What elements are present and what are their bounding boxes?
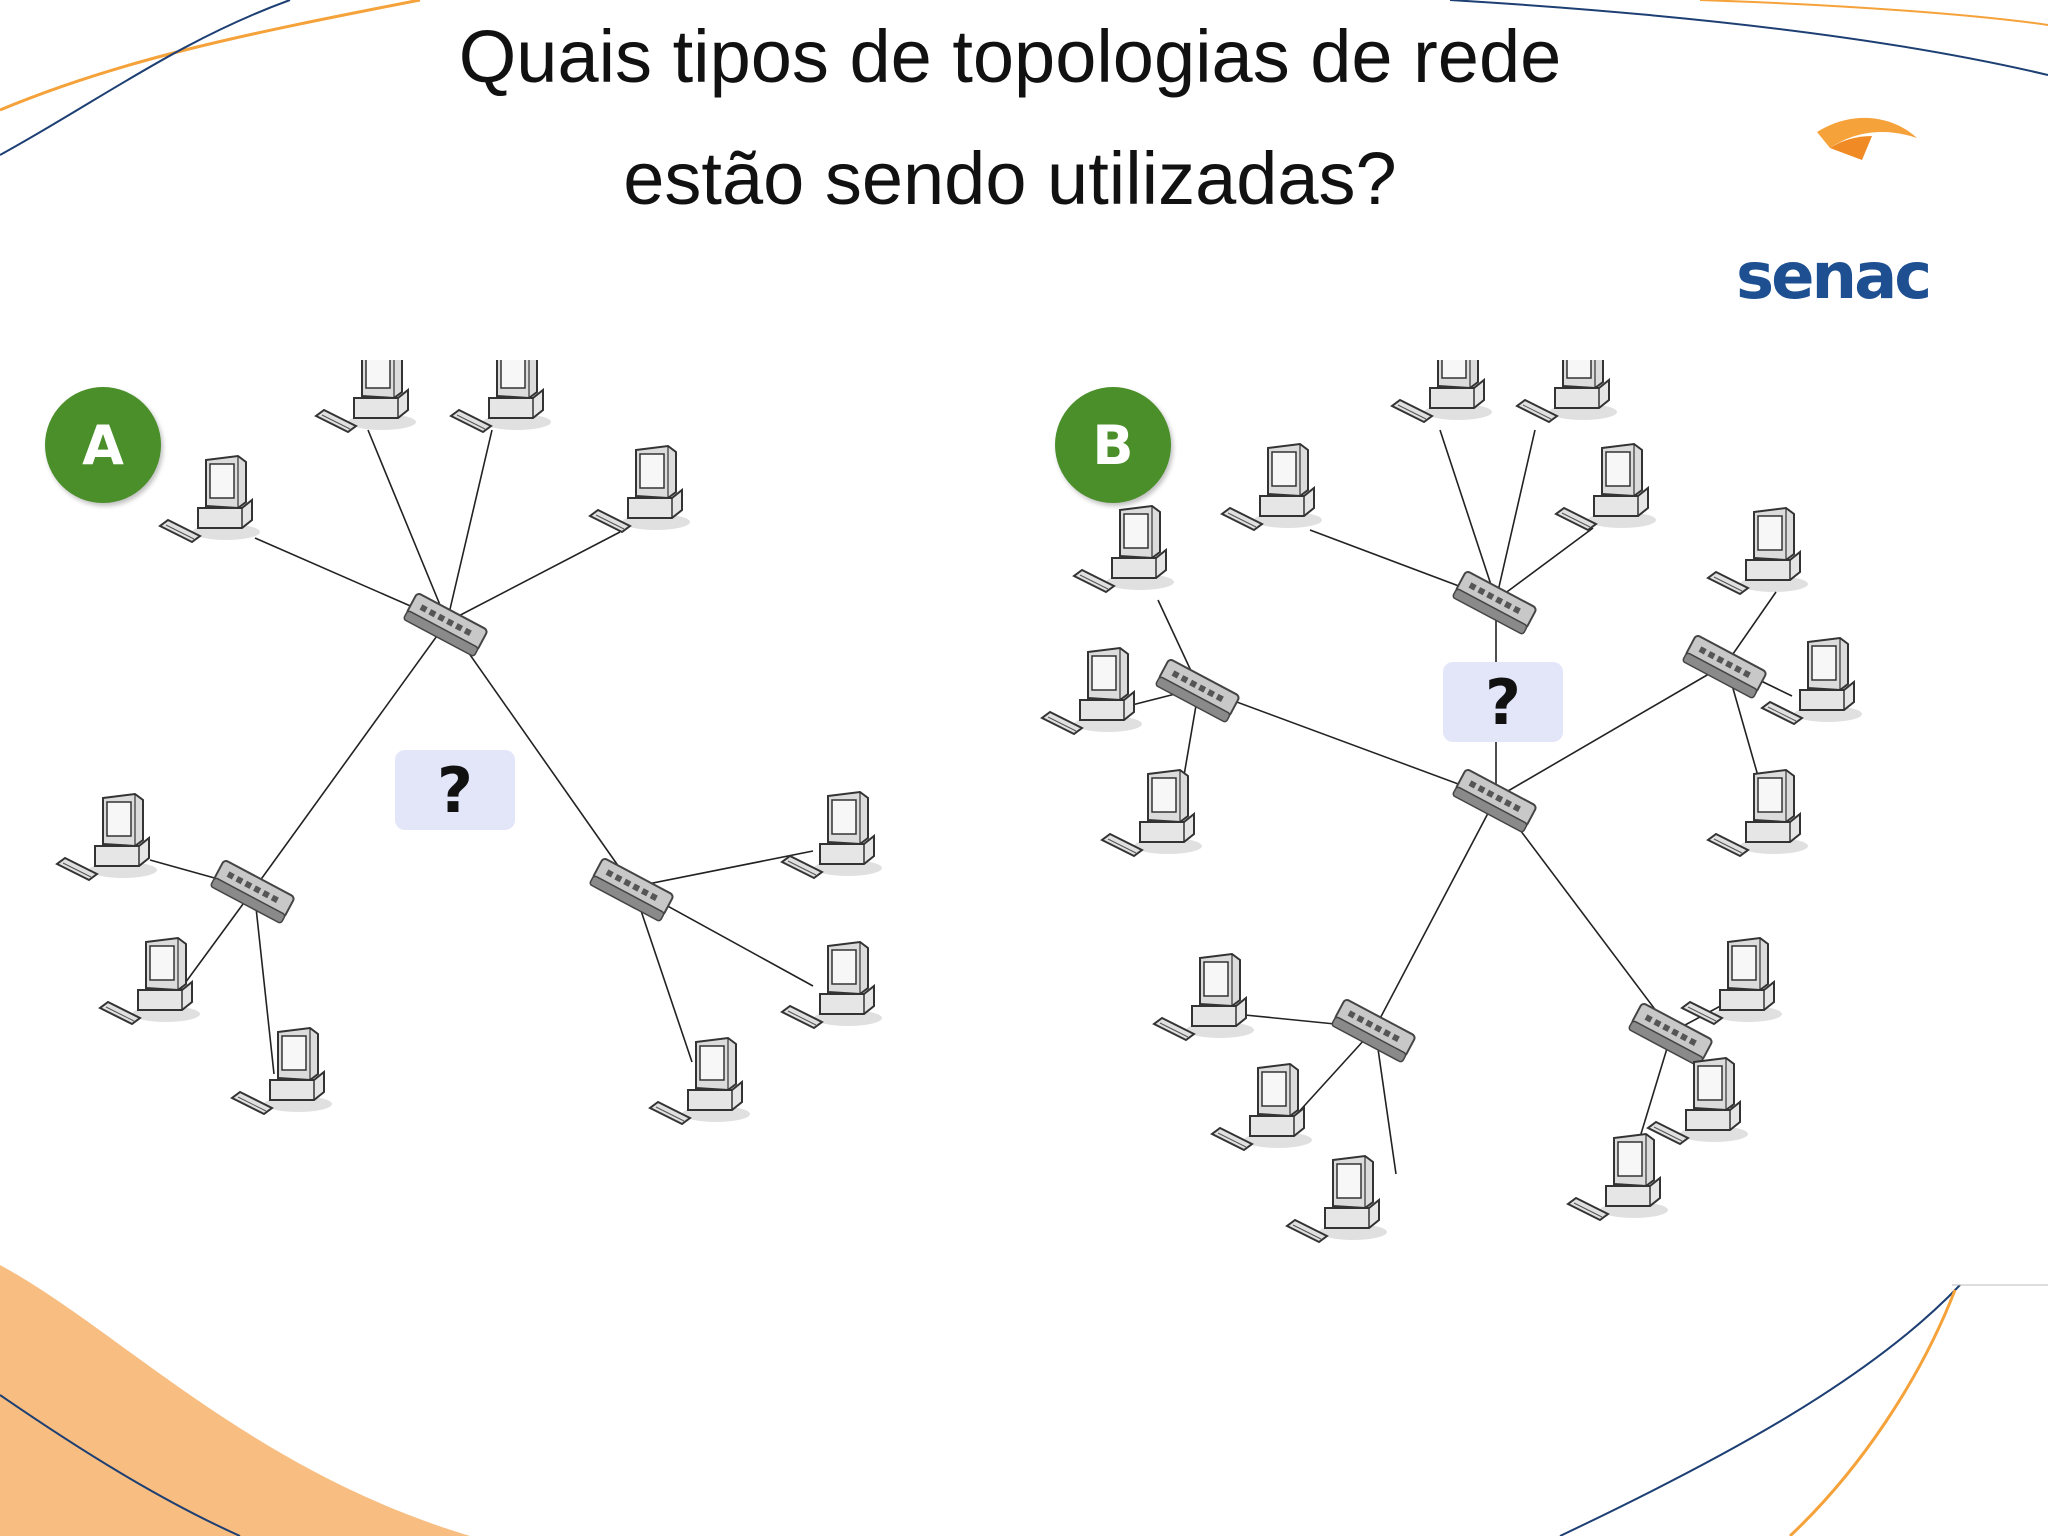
network-cable [1495, 429, 1536, 601]
slide-title-line-1: Quais tipos de topologias de rede [458, 15, 1562, 98]
computer-icon [449, 360, 551, 434]
network-cable [253, 888, 275, 1075]
logo-text: senac [1736, 240, 1932, 314]
computer-icon [1706, 768, 1808, 858]
network-cable [1495, 797, 1673, 1033]
label-badge-a: A [45, 387, 161, 503]
network-cable [1495, 663, 1727, 799]
network-cable [253, 621, 448, 890]
question-box-a: ? [395, 750, 515, 830]
network-cable [1439, 429, 1497, 601]
computer-icon [1285, 1154, 1387, 1244]
switch-icon [1628, 1003, 1713, 1067]
network-cable [446, 429, 493, 623]
switch-icon [210, 860, 295, 924]
computer-icon [55, 792, 157, 882]
network-cable [446, 621, 634, 888]
logo-arc-icon [1817, 117, 1917, 160]
network-cable [1374, 1027, 1397, 1175]
computer-icon [1680, 936, 1782, 1026]
computer-icon [780, 940, 882, 1030]
switch-icon [589, 858, 674, 922]
network-diagram-a [55, 360, 882, 1126]
slide-title-line-2: estão sendo utilizadas? [623, 137, 1397, 220]
computer-icon [1072, 504, 1174, 594]
computer-icon [1040, 646, 1142, 736]
network-cable [1198, 687, 1497, 799]
network-cable [367, 429, 448, 623]
network-cable [1374, 797, 1497, 1029]
computer-icon [588, 444, 690, 534]
computer-icon [1706, 506, 1808, 596]
diagram-b: B ? [1010, 360, 2010, 1260]
computer-icon [1515, 360, 1617, 424]
switch-icon [1682, 635, 1767, 699]
diagram-a: A ? [30, 360, 930, 1160]
switch-icon [1452, 769, 1537, 833]
switch-icon [403, 593, 488, 657]
computer-icon [1554, 442, 1656, 532]
network-cable [632, 850, 814, 888]
computer-icon [1646, 1056, 1748, 1146]
switch-icon [1155, 659, 1240, 723]
network-cable [632, 886, 693, 1063]
network-cable [446, 531, 621, 623]
network-cable [179, 888, 255, 991]
switch-icon [1331, 999, 1416, 1063]
computer-icon [780, 790, 882, 880]
computer-icon [648, 1036, 750, 1126]
computer-icon [1100, 768, 1202, 858]
label-badge-b: B [1055, 387, 1171, 503]
computer-icon [1390, 360, 1492, 424]
computer-icon [1210, 1062, 1312, 1152]
network-cable [1495, 527, 1594, 601]
computer-icon [1220, 442, 1322, 532]
computer-icon [1152, 952, 1254, 1042]
computer-icon [314, 360, 416, 434]
computer-icon [158, 454, 260, 544]
computer-icon [1566, 1132, 1668, 1222]
network-cable [1294, 1027, 1376, 1117]
computer-icon [230, 1026, 332, 1116]
computer-icon [98, 936, 200, 1026]
network-cable [1725, 591, 1777, 665]
network-diagram-b [1040, 360, 1862, 1244]
switch-icon [1452, 571, 1537, 635]
computer-icon [1760, 636, 1862, 726]
senac-logo: senac [1722, 100, 1952, 314]
question-box-b: ? [1443, 662, 1563, 742]
